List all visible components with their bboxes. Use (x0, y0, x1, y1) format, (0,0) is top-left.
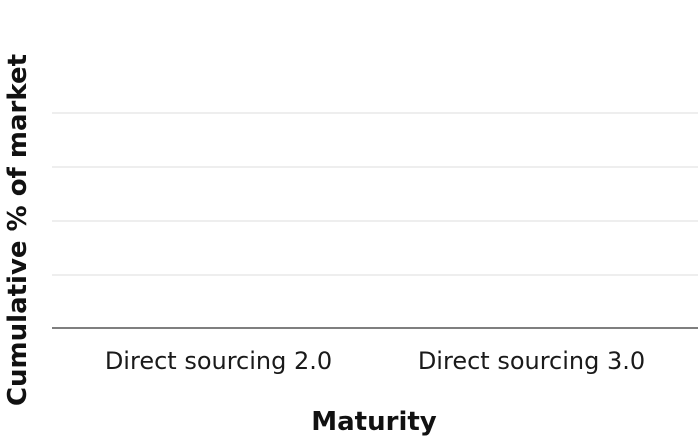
x-tick-label: Direct sourcing 3.0 (418, 347, 645, 375)
x-tick-label: Direct sourcing 2.0 (105, 347, 332, 375)
x-axis-title: Maturity (311, 407, 437, 437)
x-tick-labels: Direct sourcing 2.0 Direct sourcing 3.0 (105, 347, 645, 375)
grid-layer (52, 112, 698, 276)
y-axis-title: Cumulative % of market (3, 54, 33, 406)
